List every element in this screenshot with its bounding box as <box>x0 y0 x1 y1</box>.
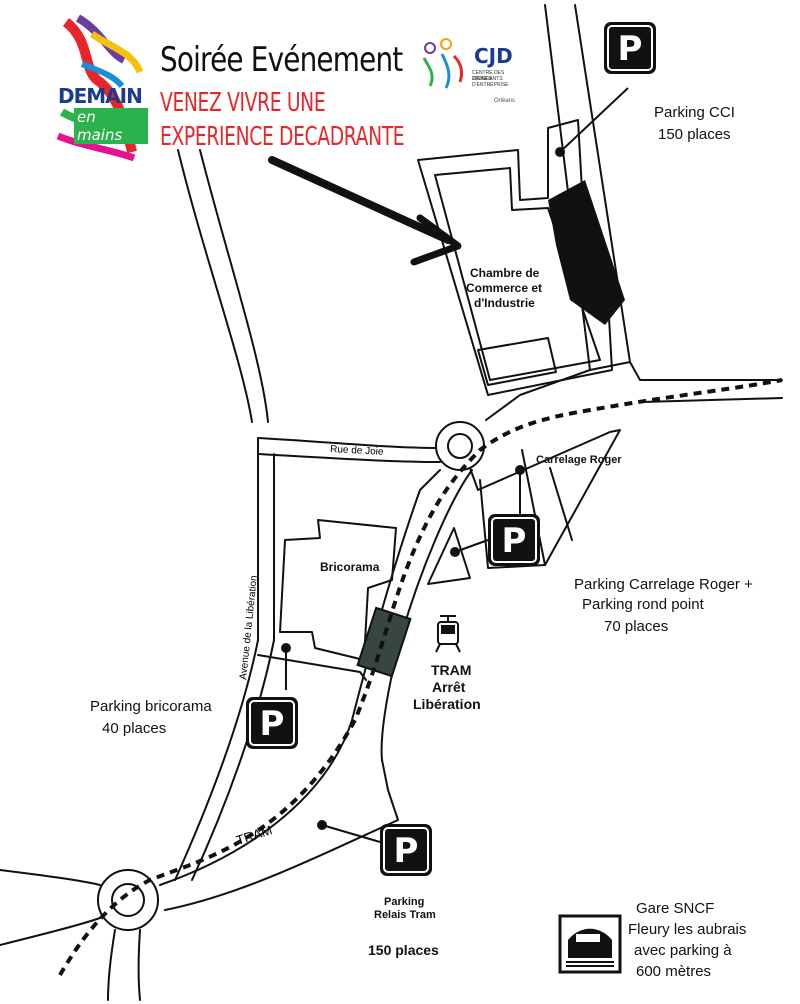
cjd-logo-text: CJD <box>474 44 513 68</box>
road-avenue-liberation <box>174 437 275 881</box>
tram-stop-line1: TRAM <box>431 662 472 678</box>
parking-relais-places: 150 places <box>368 942 439 958</box>
train-icon <box>558 914 622 974</box>
carrelage-label: Carrelage Roger <box>536 454 622 466</box>
cci-label-line2: Commerce et <box>466 281 543 295</box>
parking-cci-sign: P <box>604 22 656 74</box>
cjd-logo-sub2: DIRIGEANTS D'ENTREPRISE <box>472 76 509 88</box>
cci-label-line1: Chambre de <box>470 266 540 280</box>
road-north-east <box>485 4 783 421</box>
cjd-logo-city: Orléans <box>494 98 516 104</box>
station-line1: Gare SNCF <box>636 900 715 917</box>
road-north-west <box>177 149 269 423</box>
tram-line <box>58 378 783 976</box>
parking-carrelage-sign: P <box>488 514 540 566</box>
subtitle-line2: EXPERIENCE DECADRANTE <box>160 122 405 152</box>
station-line4: 600 mètres <box>636 963 712 980</box>
parking-symbol: P <box>383 827 429 873</box>
parking-relais-line2: Relais Tram <box>374 909 436 921</box>
tram-line-label: TRAM <box>234 822 274 848</box>
cci-block <box>417 119 613 396</box>
tram-icon <box>435 615 461 653</box>
tram-stop-line2: Arrêt <box>432 679 466 695</box>
cjd-logo-sub1: CENTRE DES JEUNES <box>472 70 505 82</box>
parking-carrelage-places: 70 places <box>604 618 669 635</box>
parking-relais-sign: P <box>380 824 432 876</box>
street-avenue-liberation: Avenue de la Libération <box>238 575 260 680</box>
brand-line1: DEMAIN <box>58 84 143 108</box>
subtitle-line1: VENEZ VIVRE UNE <box>160 88 326 118</box>
road-south-inner <box>469 429 621 569</box>
parking-symbol: P <box>249 700 295 746</box>
parking-bricorama-name: Parking bricorama <box>90 698 212 715</box>
roundabout-south <box>97 869 159 931</box>
parking-carrelage-line1: Parking Carrelage Roger + <box>574 576 753 593</box>
tram-stop-line3: Libération <box>413 696 481 712</box>
cjd-logo: CJD CENTRE DES JEUNES DIRIGEANTS D'ENTRE… <box>410 26 520 116</box>
demain-en-mains-logo: DEMAIN en mains <box>52 12 148 162</box>
bricorama-label: Bricorama <box>320 560 380 574</box>
cci-dark-building <box>548 180 625 325</box>
parking-cci-places: 150 places <box>658 126 731 143</box>
street-rue-de-joie: Rue de Joie <box>330 444 384 458</box>
direction-arrow <box>268 156 452 244</box>
road-south <box>159 469 473 886</box>
connector-cci <box>559 87 629 153</box>
parking-carrelage-line2: Parking rond point <box>582 596 704 613</box>
parking-symbol: P <box>491 517 537 563</box>
road-rue-de-joie <box>257 437 441 463</box>
page-title: Soirée Evénement <box>160 40 403 80</box>
parking-bricorama-places: 40 places <box>102 720 167 737</box>
cci-label-line3: d'Industrie <box>474 296 535 310</box>
connector-relais <box>321 824 381 843</box>
brand-line2: en mains <box>74 108 148 144</box>
parking-relais-line1: Parking <box>384 896 425 908</box>
roundabout-north <box>435 421 485 471</box>
bricorama-building <box>279 519 397 661</box>
parking-symbol: P <box>607 25 653 71</box>
parking-triangle <box>427 527 471 585</box>
parking-bricorama-sign: P <box>246 697 298 749</box>
station-line2: Fleury les aubrais <box>628 921 747 938</box>
station-line3: avec parking à <box>634 942 732 959</box>
parking-cci-name: Parking CCI <box>654 104 735 121</box>
